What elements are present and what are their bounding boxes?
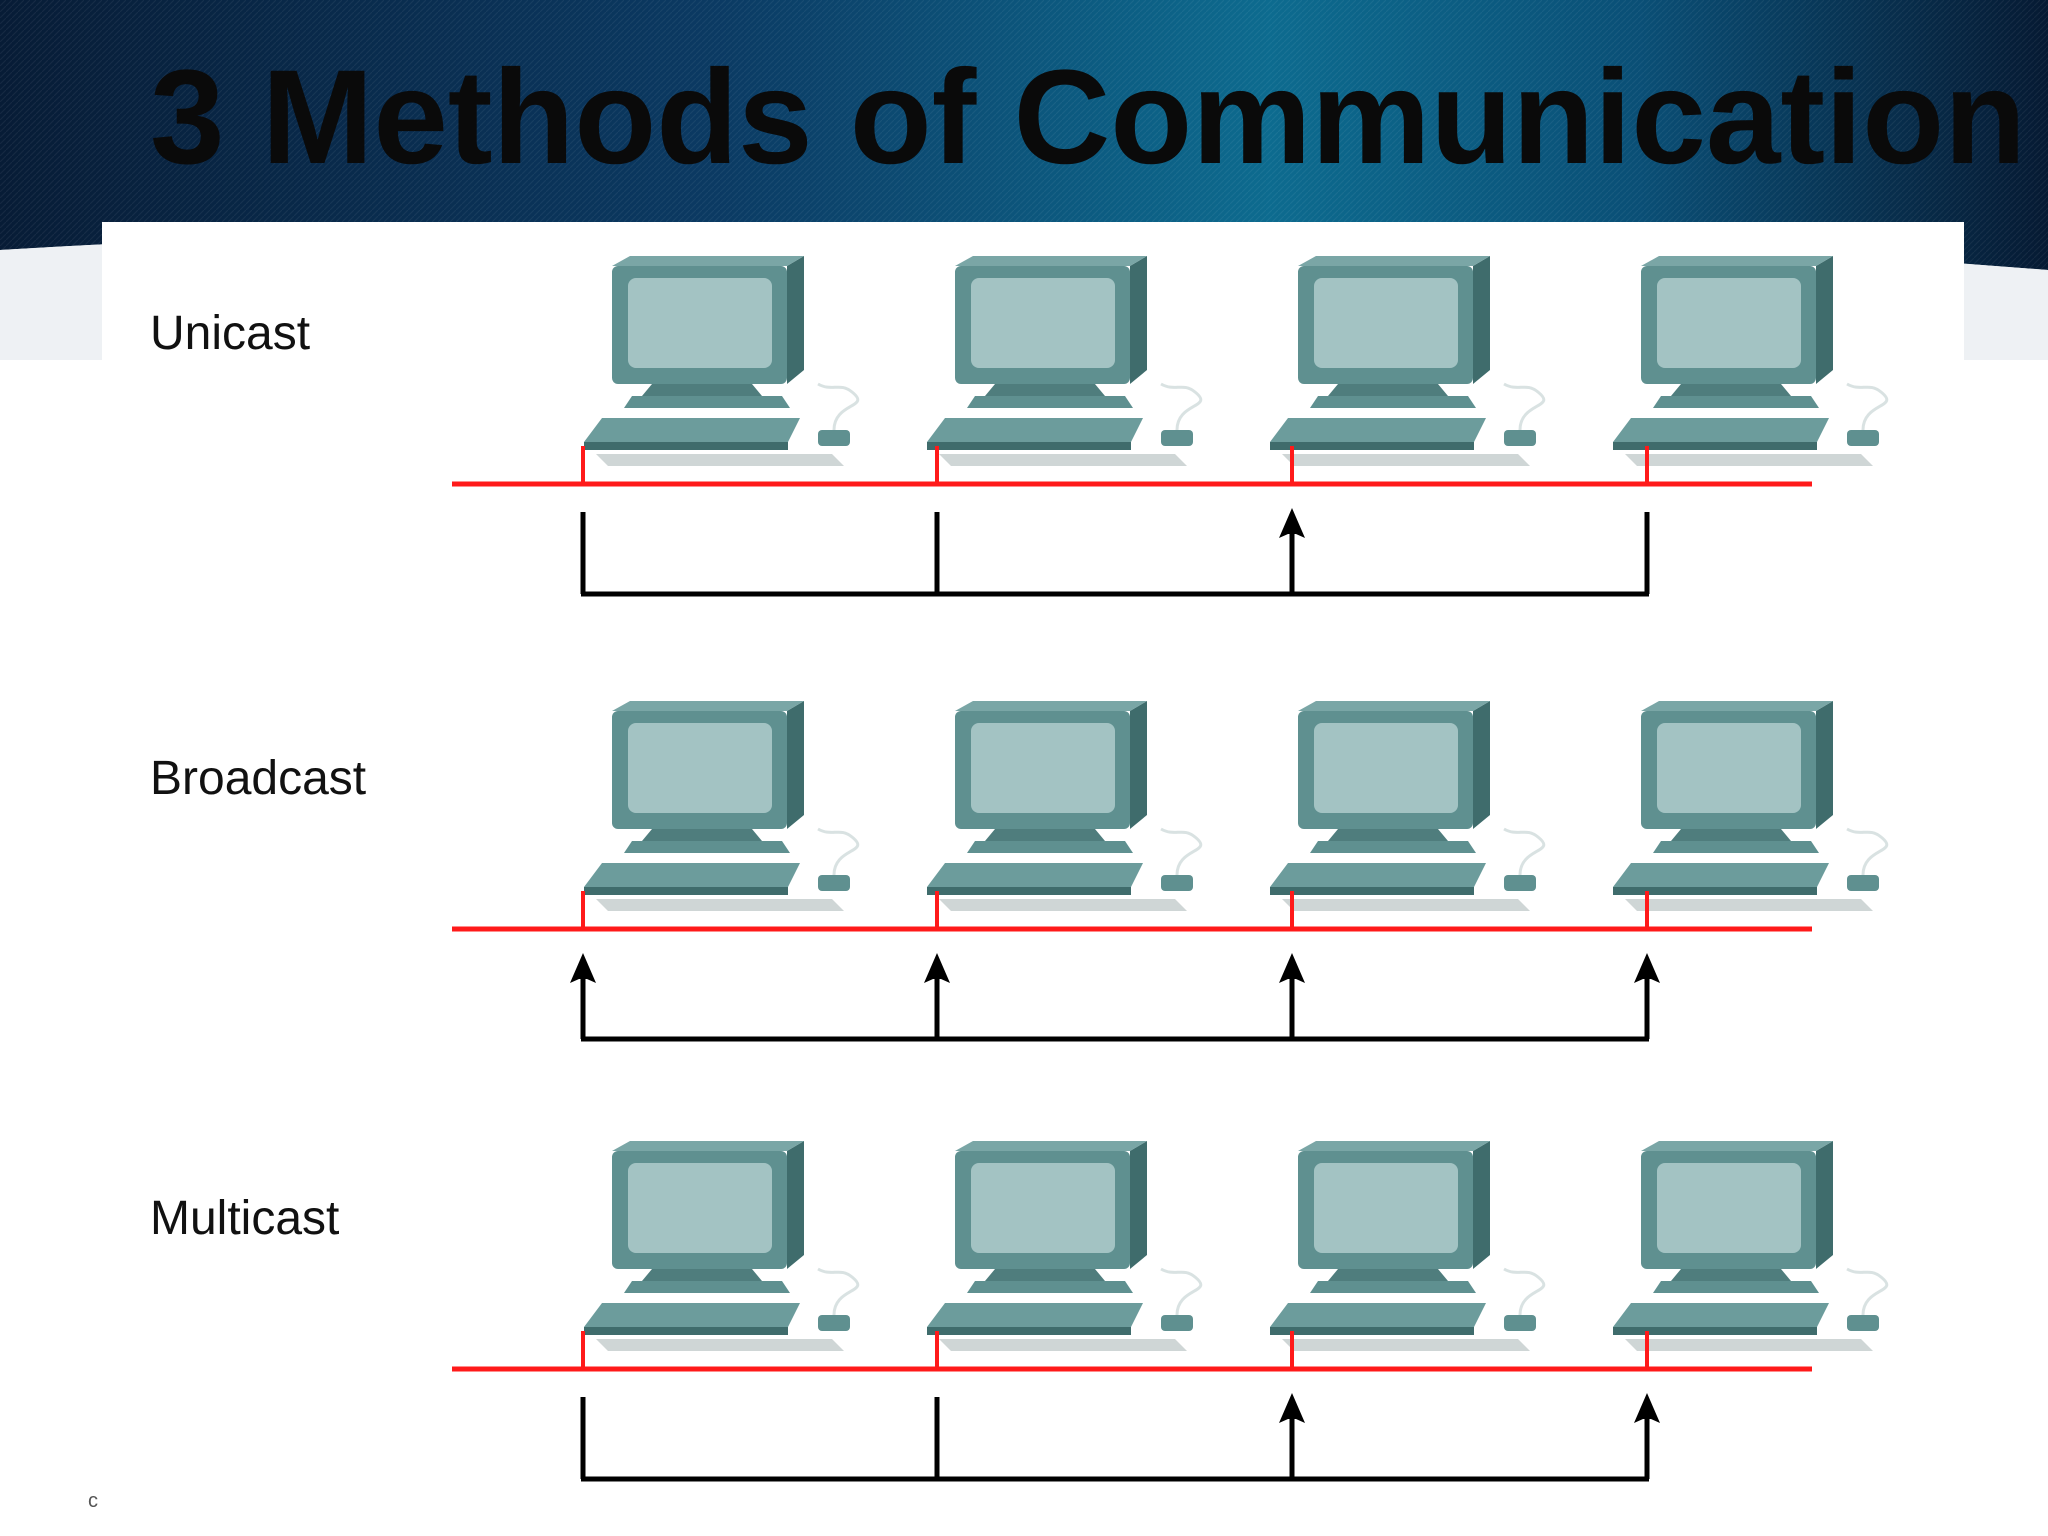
computer-icon-row2-3 (1270, 701, 1546, 911)
slide-title: 3 Methods of Communication (150, 43, 2026, 192)
arrow-up-icon-row3-4 (1634, 1393, 1660, 1423)
communication-diagram (452, 256, 1889, 1482)
arrow-up-icon-row2-4 (1634, 953, 1660, 983)
computer-icon-row2-1 (584, 701, 860, 911)
row-label-multicast: Multicast (150, 1192, 340, 1245)
arrow-up-icon-row1-3 (1279, 508, 1305, 538)
footer-mark: c (88, 1490, 98, 1512)
arrow-up-icon-row2-2 (924, 953, 950, 983)
row-label-broadcast: Broadcast (150, 752, 367, 805)
computer-icon-row3-4 (1613, 1141, 1889, 1351)
arrow-up-icon-row2-3 (1279, 953, 1305, 983)
computer-icon-row1-1 (584, 256, 860, 466)
computer-icon-row2-2 (927, 701, 1203, 911)
arrow-up-icon-row3-3 (1279, 1393, 1305, 1423)
arrow-up-icon-row2-1 (570, 953, 596, 983)
computer-icon-row1-4 (1613, 256, 1889, 466)
computer-icon-row2-4 (1613, 701, 1889, 911)
row-label-unicast: Unicast (150, 307, 311, 360)
computer-icon-row1-3 (1270, 256, 1546, 466)
computer-icon-row3-2 (927, 1141, 1203, 1351)
computer-icon-row1-2 (927, 256, 1203, 466)
diagram-panel (102, 222, 1964, 1522)
computer-icon-row3-1 (584, 1141, 860, 1351)
computer-icon-row3-3 (1270, 1141, 1546, 1351)
